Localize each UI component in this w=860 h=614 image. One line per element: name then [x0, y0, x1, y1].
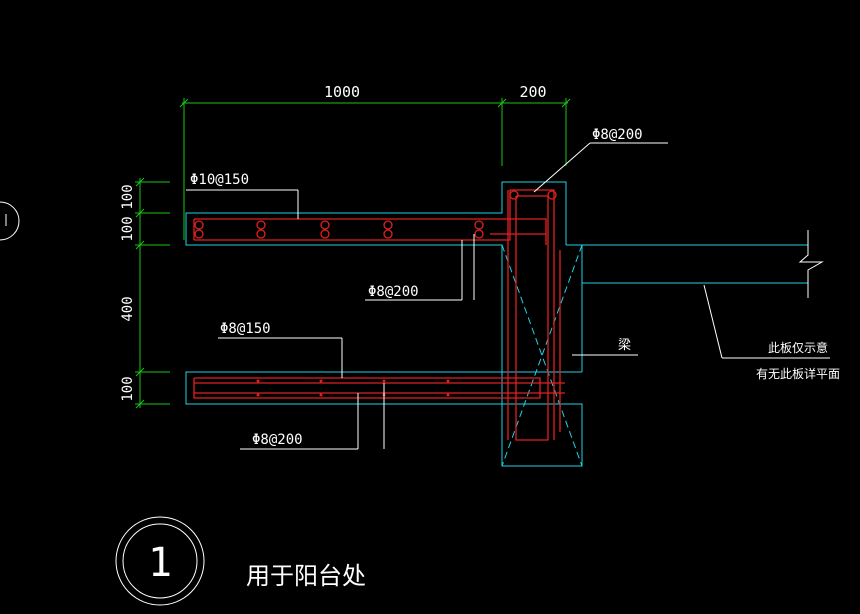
concrete-outline: [185, 181, 808, 467]
label-note-line2: 有无此板详平面: [756, 366, 840, 381]
rebar-dots-top: [194, 190, 557, 239]
detail-circle-outer: [115, 516, 205, 606]
label-top-bar-lower: Φ8@200: [368, 284, 419, 300]
leaders: [186, 142, 830, 450]
left-dimension: [135, 177, 170, 409]
rebar-dots-bottom: [256, 379, 450, 397]
dim-top-span: 1000: [324, 83, 360, 101]
detail-circle-inner: [122, 523, 198, 599]
top-dimension: [179, 98, 571, 240]
label-top-bar-upper: Φ10@150: [190, 172, 249, 188]
rebar: [193, 189, 565, 441]
label-beam-stirrup: Φ8@200: [592, 127, 643, 143]
dim-left-4: 100: [120, 376, 136, 401]
label-beam: 梁: [618, 338, 631, 353]
dim-top-beam: 200: [519, 83, 546, 101]
label-note-line1: 此板仅示意: [768, 340, 828, 355]
offscreen-circle-arc: [0, 201, 20, 241]
detail-number: 1: [148, 540, 172, 586]
detail-caption: 用于阳台处: [246, 562, 366, 590]
label-bottom-bar-lower: Φ8@200: [252, 432, 303, 448]
dim-left-3: 400: [120, 296, 136, 321]
dim-left-2: 100: [120, 216, 136, 241]
label-bottom-bar-upper: Φ8@150: [220, 321, 271, 337]
dim-left-1: 100: [120, 184, 136, 209]
break-line: [798, 230, 824, 298]
